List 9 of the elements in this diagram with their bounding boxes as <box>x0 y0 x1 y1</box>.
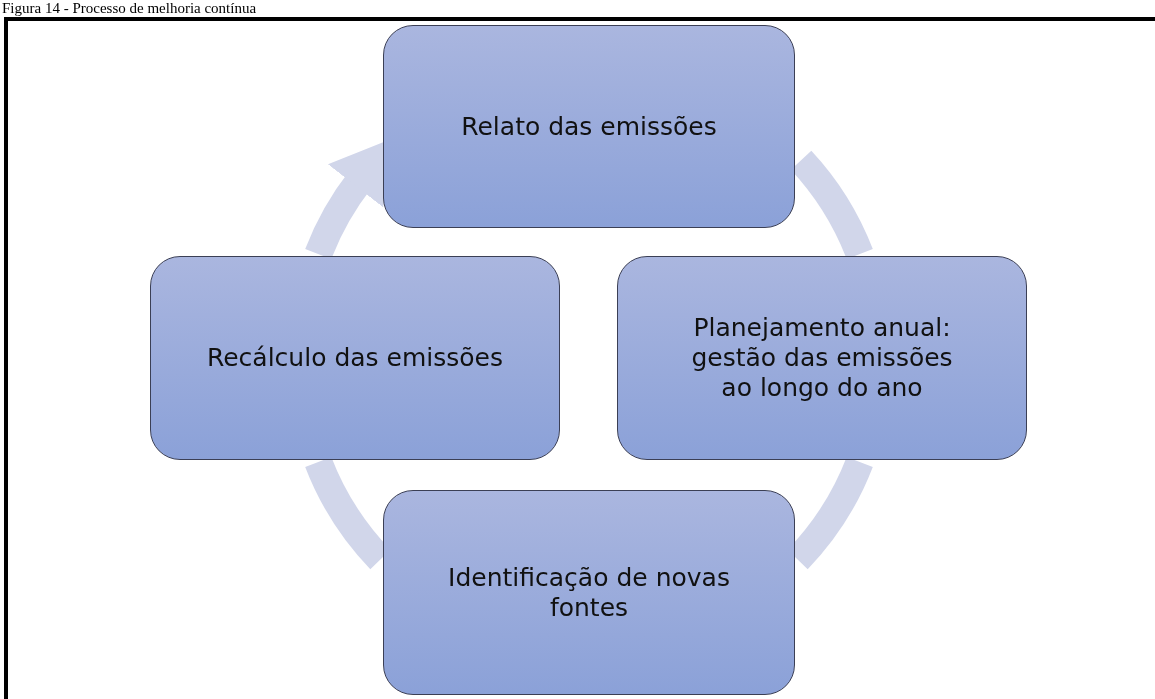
box-label: Planejamento anual: gestão das emissões ao longo do ano <box>690 313 954 403</box>
figure-title: Figura 14 - Processo de melhoria contínua <box>2 0 257 16</box>
process-box <box>150 256 560 460</box>
box-label: Identificação de novas fontes <box>447 562 731 623</box>
process-box <box>383 490 795 695</box>
box-label: Relato das emissões <box>461 111 717 142</box>
process-box <box>383 25 795 228</box>
process-box <box>617 256 1027 460</box>
box-label: Recálculo das emissões <box>207 343 503 373</box>
